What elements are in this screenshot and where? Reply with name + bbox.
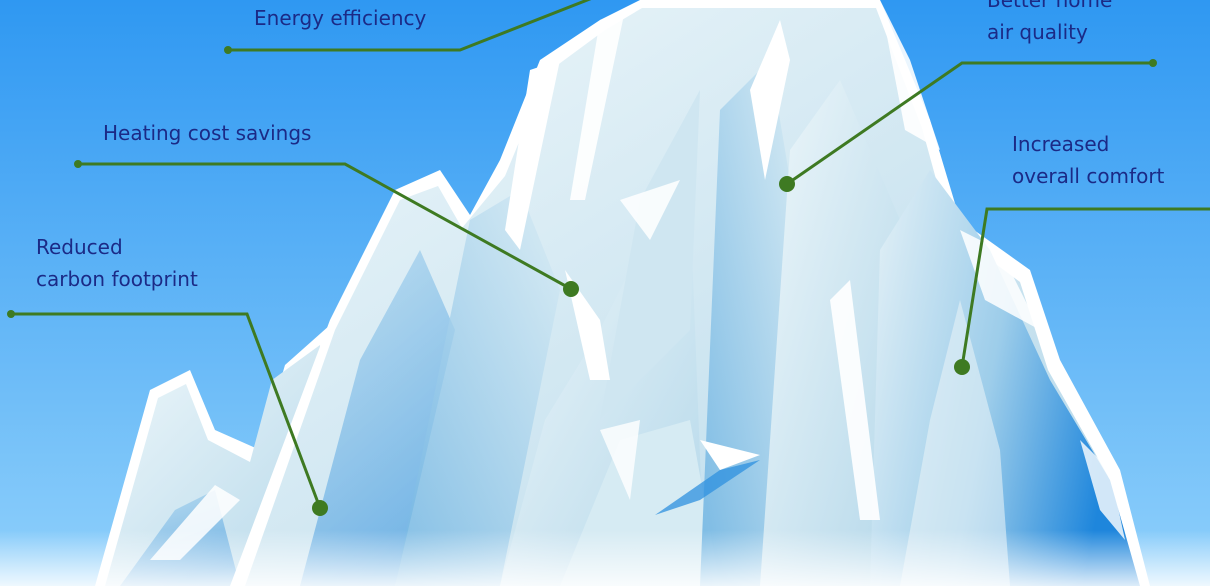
leader-line-heating-cost-savings bbox=[78, 162, 572, 291]
leader-line-better-air-quality bbox=[786, 61, 1153, 186]
iceberg bbox=[95, 0, 1150, 586]
leader-line-energy-efficiency bbox=[228, 0, 592, 52]
waterline-haze bbox=[0, 530, 1210, 586]
leader-line-reduced-carbon bbox=[11, 312, 322, 509]
leader-lines bbox=[7, 0, 1210, 516]
leader-anchor-dot-energy-efficiency bbox=[224, 46, 232, 54]
callout-marker-increased-comfort bbox=[954, 359, 970, 375]
callout-marker-heating-cost-savings bbox=[563, 281, 579, 297]
leader-line-increased-comfort bbox=[960, 207, 1210, 368]
label-better-air-quality: Better home air quality bbox=[987, 0, 1113, 44]
leader-anchor-dot-better-air-quality bbox=[1149, 59, 1157, 67]
label-increased-comfort: Increased overall comfort bbox=[1012, 132, 1165, 188]
label-energy-efficiency: Energy efficiency bbox=[254, 6, 427, 30]
label-reduced-carbon: Reduced carbon footprint bbox=[36, 235, 198, 291]
label-heating-cost-savings: Heating cost savings bbox=[103, 121, 312, 145]
callout-marker-reduced-carbon bbox=[312, 500, 328, 516]
callout-marker-better-air-quality bbox=[779, 176, 795, 192]
leader-anchor-dot-heating-cost-savings bbox=[74, 160, 82, 168]
leader-anchor-dot-reduced-carbon bbox=[7, 310, 15, 318]
